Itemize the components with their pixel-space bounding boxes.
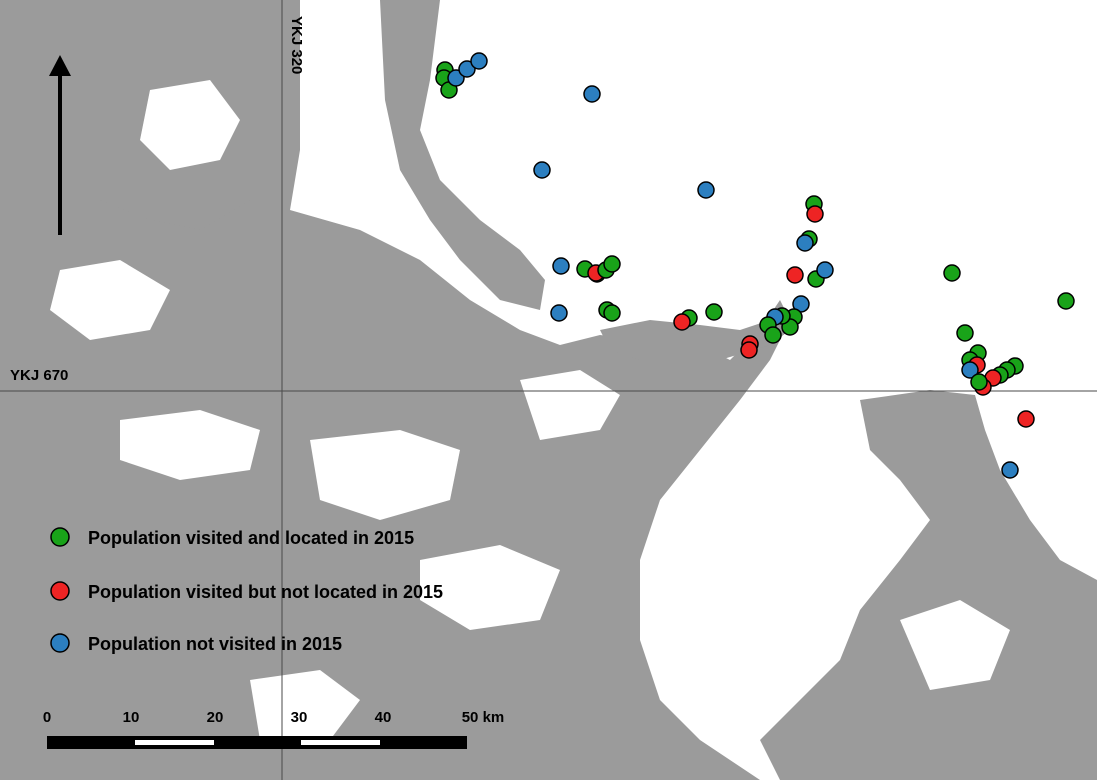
northing-grid-label: YKJ 670	[10, 367, 68, 384]
population-site-located	[956, 324, 974, 342]
island-c	[140, 80, 240, 170]
population-site-not-visited	[470, 52, 488, 70]
population-site-not-visited	[583, 85, 601, 103]
population-site-located	[943, 264, 961, 282]
island-b	[310, 430, 460, 520]
legend: Population visited and located in 2015 P…	[50, 527, 443, 654]
island-f	[420, 545, 560, 630]
island-a	[120, 410, 260, 480]
legend-swatch-not-visited	[50, 633, 70, 653]
population-site-not-located	[786, 266, 804, 284]
eastern-lakes	[760, 390, 1097, 780]
population-site-located	[970, 373, 988, 391]
population-site-not-visited	[552, 257, 570, 275]
legend-item-located: Population visited and located in 2015	[50, 527, 414, 548]
legend-label-not-located: Population visited but not located in 20…	[88, 582, 443, 602]
population-site-not-visited	[550, 304, 568, 322]
island-h	[250, 670, 360, 740]
scale-bar-segment-10-20	[135, 740, 214, 745]
population-site-not-visited	[458, 60, 476, 78]
island-g	[900, 600, 1010, 690]
population-site-not-visited	[533, 161, 551, 179]
legend-swatch-located	[50, 527, 70, 547]
scale-tick-0: 0	[43, 709, 51, 726]
population-site-not-located	[740, 341, 758, 359]
population-site-located	[764, 326, 782, 344]
islands	[50, 80, 1010, 740]
scale-bar: 0 10 20 30 40 50 km	[43, 709, 504, 749]
population-site-not-located	[1017, 410, 1035, 428]
scale-tick-10: 10	[123, 709, 140, 726]
scale-tick-50: 50 km	[462, 709, 505, 726]
population-site-not-located	[806, 205, 824, 223]
scale-bar-segment-30-40	[301, 740, 380, 745]
population-site-located	[1057, 292, 1075, 310]
northwest-water	[0, 0, 260, 250]
northern-channel	[380, 0, 545, 310]
island-e	[520, 370, 620, 440]
population-site-located	[603, 255, 621, 273]
legend-label-not-visited: Population not visited in 2015	[88, 634, 342, 654]
scale-bar-frame	[47, 736, 467, 749]
population-site-located	[705, 303, 723, 321]
island-d	[50, 260, 170, 340]
population-site-not-visited	[961, 361, 979, 379]
scale-tick-20: 20	[207, 709, 224, 726]
population-site-not-located	[673, 313, 691, 331]
legend-item-not-visited: Population not visited in 2015	[50, 633, 342, 654]
legend-item-not-located: Population visited but not located in 20…	[50, 581, 443, 602]
legend-swatch-not-located	[50, 581, 70, 601]
population-sites	[435, 52, 1075, 479]
population-site-not-visited	[697, 181, 715, 199]
population-site-not-visited	[816, 261, 834, 279]
scale-tick-40: 40	[375, 709, 392, 726]
population-site-not-visited	[796, 234, 814, 252]
population-site-not-visited	[1001, 461, 1019, 479]
central-channel	[600, 320, 790, 365]
legend-label-located: Population visited and located in 2015	[88, 528, 414, 548]
population-site-located	[603, 304, 621, 322]
easting-grid-label: YKJ 320	[288, 16, 305, 74]
scale-tick-30: 30	[291, 709, 308, 726]
north-arrow-icon	[49, 55, 71, 235]
